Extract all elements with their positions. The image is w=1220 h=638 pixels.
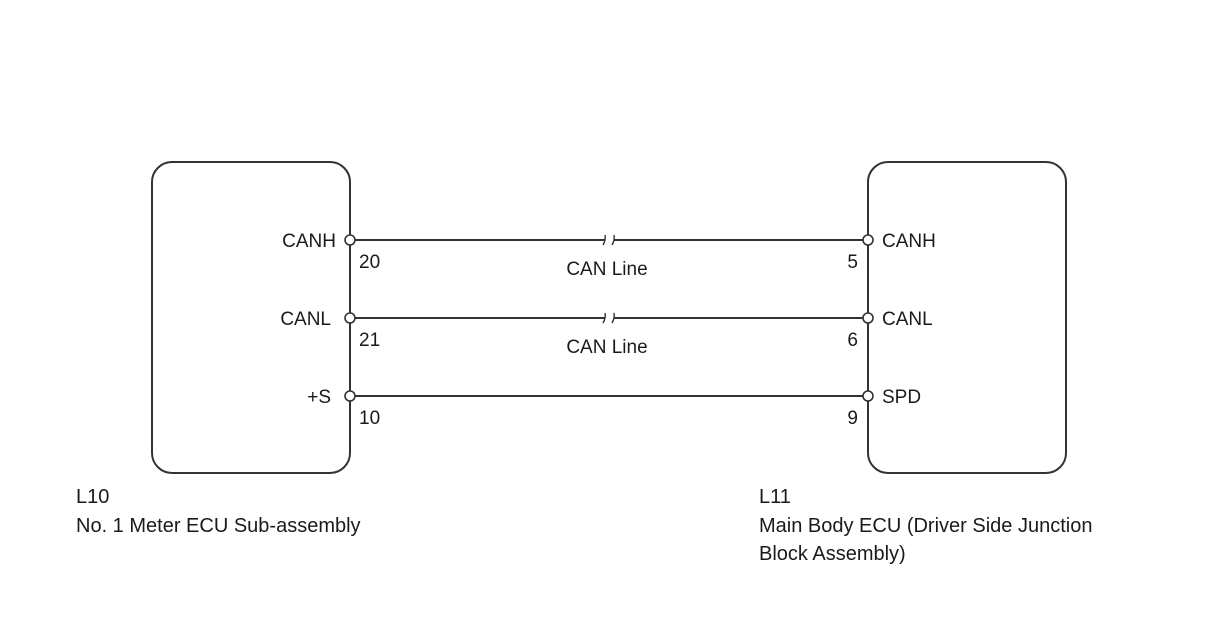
left-terminal-icon — [344, 312, 356, 324]
line-label: CAN Line — [566, 337, 647, 358]
right-pin-name: SPD — [882, 387, 921, 408]
right-terminal-icon — [862, 312, 874, 324]
right-terminal-icon — [862, 234, 874, 246]
left-pin-number: 10 — [359, 408, 380, 429]
right-pin-name: CANH — [882, 231, 936, 252]
left-pin-number: 20 — [359, 252, 380, 273]
line-label: CAN Line — [566, 259, 647, 280]
wire-break-icon — [602, 234, 615, 246]
right-pin-number: 6 — [847, 330, 858, 351]
connection-canh: CANH 20 CANH 5 CAN Line — [282, 231, 936, 280]
right-pin-number: 9 — [847, 408, 858, 429]
wire-break-icon — [602, 312, 615, 324]
right-terminal-icon — [862, 390, 874, 402]
left-component-code: L10 — [76, 486, 109, 508]
connection-canl: CANL 21 CANL 6 CAN Line — [280, 309, 932, 358]
right-pin-name: CANL — [882, 309, 933, 330]
right-component-code: L11 — [759, 486, 791, 508]
right-component-name-line2: Block Assembly) — [759, 543, 906, 565]
left-component-name: No. 1 Meter ECU Sub-assembly — [76, 515, 361, 537]
left-pin-number: 21 — [359, 330, 380, 351]
left-pin-name: CANL — [280, 309, 331, 330]
right-pin-number: 5 — [847, 252, 858, 273]
right-component-name-line1: Main Body ECU (Driver Side Junction — [759, 515, 1092, 537]
left-terminal-icon — [344, 234, 356, 246]
left-terminal-icon — [344, 390, 356, 402]
left-pin-name: +S — [307, 387, 331, 408]
left-pin-name: CANH — [282, 231, 336, 252]
connection-speed: +S 10 SPD 9 — [307, 387, 921, 429]
